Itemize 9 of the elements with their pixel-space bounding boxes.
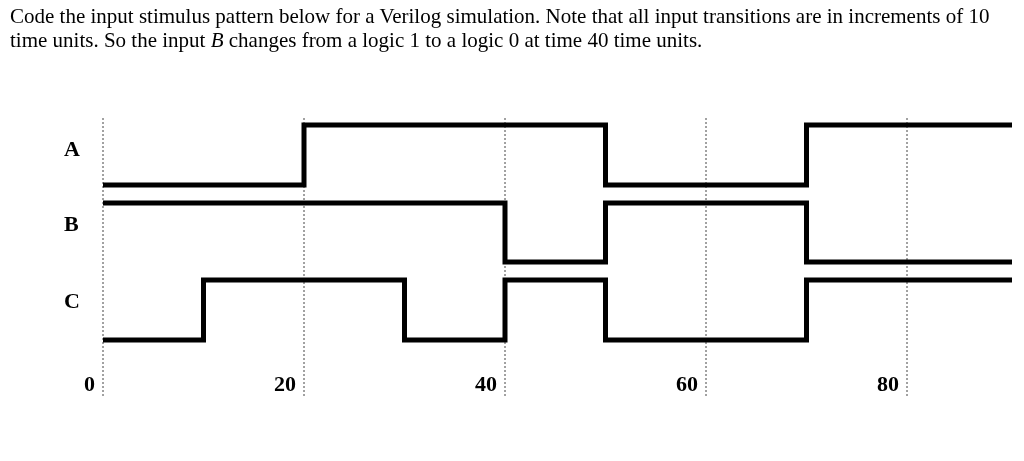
time-label: 40 xyxy=(475,371,497,397)
signal-name: A xyxy=(64,136,80,162)
time-label: 0 xyxy=(84,371,95,397)
instructions-text: Code the input stimulus pattern below for a Verilog simulation. Note that all input transitions are in increments of 10 time units. So the input B changes from a logic 1 to a logic 0 at time 40 time units. xyxy=(10,4,991,52)
time-label: 60 xyxy=(676,371,698,397)
signal-name: C xyxy=(64,288,80,314)
signal-name: B xyxy=(64,211,79,237)
time-label: 20 xyxy=(274,371,296,397)
time-label: 80 xyxy=(877,371,899,397)
